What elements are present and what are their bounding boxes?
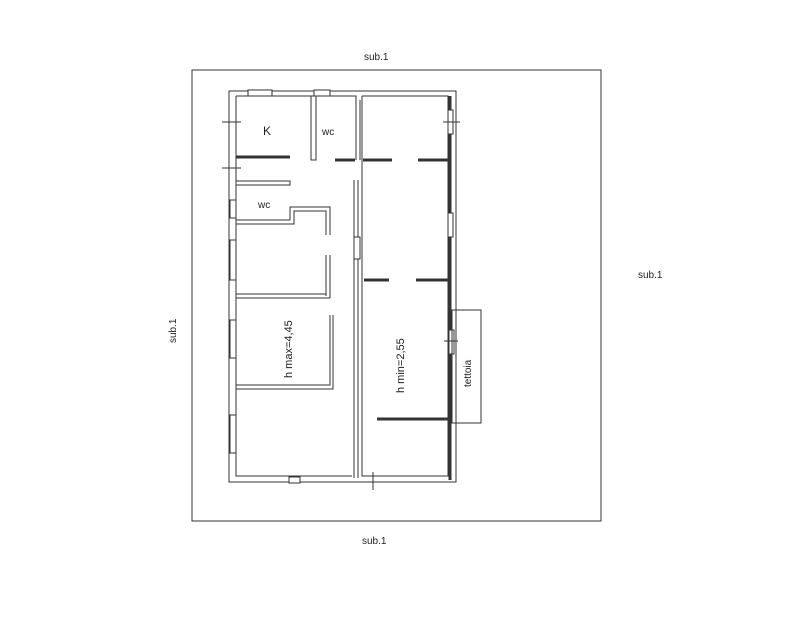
- boundary-label-right: sub.1: [638, 270, 663, 281]
- room-label-wc-top: wc: [321, 127, 334, 138]
- boundary-label-bottom: sub.1: [362, 536, 387, 547]
- building-walls: [228, 90, 457, 483]
- room-label-wc-left: wc: [257, 200, 270, 211]
- tettoia-canopy: [451, 309, 482, 424]
- room-label-tettoia: tettoia: [463, 359, 474, 387]
- boundary-label-top: sub.1: [364, 52, 389, 63]
- room-label-kitchen: K: [263, 124, 271, 138]
- boundary-label-left: sub.1: [168, 318, 179, 343]
- windows: [222, 89, 460, 490]
- room-label-h-max: h max=4,45: [283, 320, 295, 378]
- lot-boundary: [191, 69, 602, 522]
- room-label-h-min: h min=2,55: [395, 338, 407, 393]
